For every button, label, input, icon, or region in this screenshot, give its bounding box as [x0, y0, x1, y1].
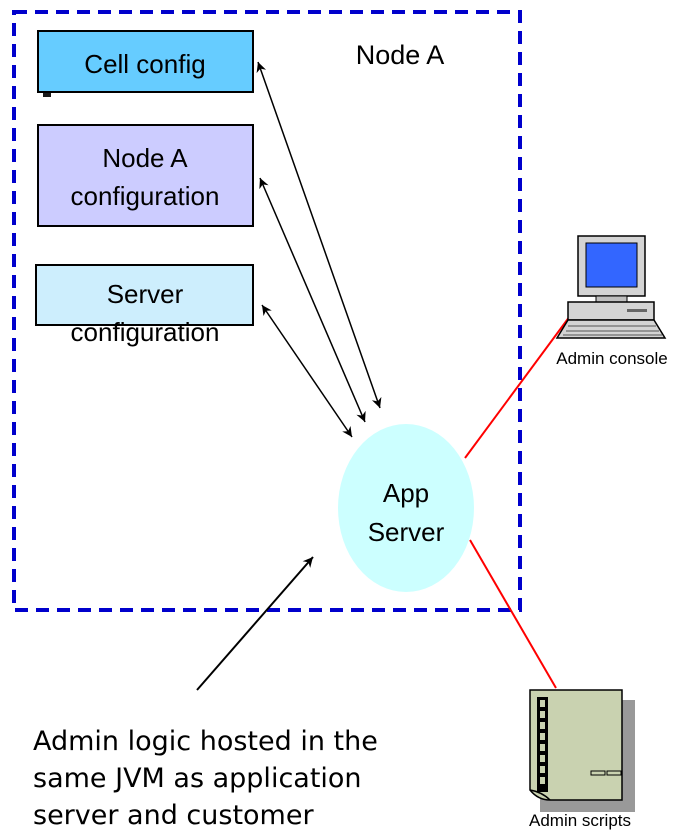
- cell-config-label: Cell config: [84, 49, 205, 79]
- app-server-node: App Server: [338, 424, 474, 592]
- computer-icon: [555, 235, 667, 339]
- node-label: Node A: [356, 40, 445, 70]
- node-config-label-line2: configuration: [71, 181, 220, 211]
- server-config-label-line1: Server: [107, 279, 184, 309]
- node-config-box: Node A configuration: [37, 124, 254, 227]
- admin-scripts-label: Admin scripts: [529, 811, 631, 830]
- scripts-document-icon: [529, 689, 635, 812]
- node-config-label-line1: Node A: [102, 143, 188, 173]
- link-scripts: [469, 539, 557, 689]
- admin-console-label: Admin console: [556, 349, 668, 368]
- arrow-serverconf-to-server: [261, 304, 353, 438]
- app-server-label-line2: Server: [368, 517, 445, 547]
- arrow-cell-to-server: [256, 61, 382, 409]
- server-config-box: Server configuration: [35, 264, 254, 347]
- caption-pointer-arrow: [196, 556, 314, 691]
- caption-line-2: same JVM as application: [33, 763, 362, 794]
- link-console: [464, 315, 571, 459]
- caption-line-1: Admin logic hosted in the: [33, 726, 378, 757]
- app-server-label-line1: App: [383, 478, 429, 508]
- server-config-label-line2: configuration: [71, 317, 220, 347]
- cell-config-box: Cell config: [37, 30, 254, 97]
- caption-line-3: server and customer: [33, 800, 314, 831]
